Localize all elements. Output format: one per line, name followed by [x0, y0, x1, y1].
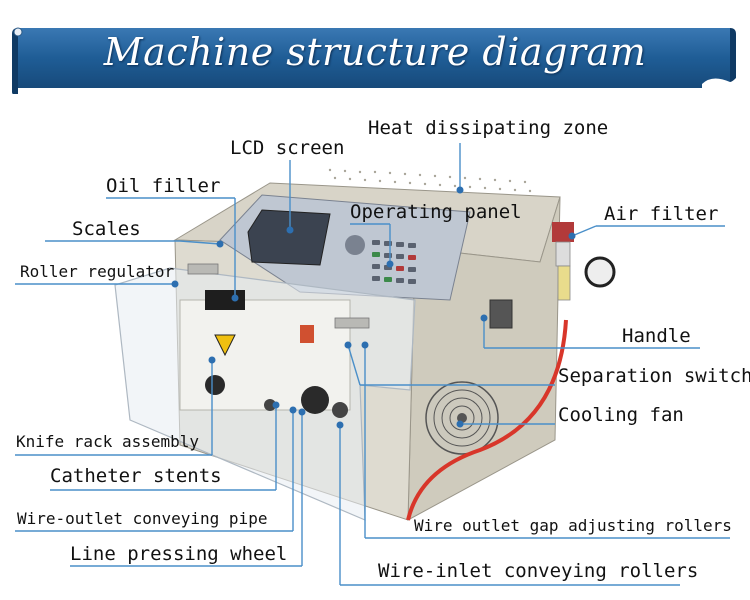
label-wire-outlet-conveying-pipe: Wire-outlet conveying pipe	[17, 509, 268, 528]
label-separation-switch: Separation switch	[558, 365, 750, 387]
label-wire-inlet-conveying-rollers: Wire-inlet conveying rollers	[378, 560, 699, 582]
label-roller-regulator: Roller regulator	[20, 262, 175, 281]
label-lcd-screen: LCD screen	[230, 137, 345, 159]
label-handle: Handle	[622, 325, 691, 347]
label-line-pressing-wheel: Line pressing wheel	[70, 543, 288, 565]
label-cooling-fan: Cooling fan	[558, 404, 684, 426]
label-knife-rack-assembly: Knife rack assembly	[16, 432, 200, 451]
label-operating-panel: Operating panel	[350, 201, 522, 223]
page-title: Machine structure diagram	[103, 30, 647, 74]
label-oil-filler: Oil filler	[106, 175, 221, 197]
label-scales: Scales	[72, 218, 141, 240]
label-air-filter: Air filter	[604, 203, 719, 225]
title-banner	[12, 27, 736, 94]
label-heat-dissipating-zone: Heat dissipating zone	[368, 117, 609, 139]
label-wire-outlet-gap-adjusting-rollers: Wire outlet gap adjusting rollers	[414, 516, 732, 535]
label-catheter-stents: Catheter stents	[50, 465, 222, 487]
